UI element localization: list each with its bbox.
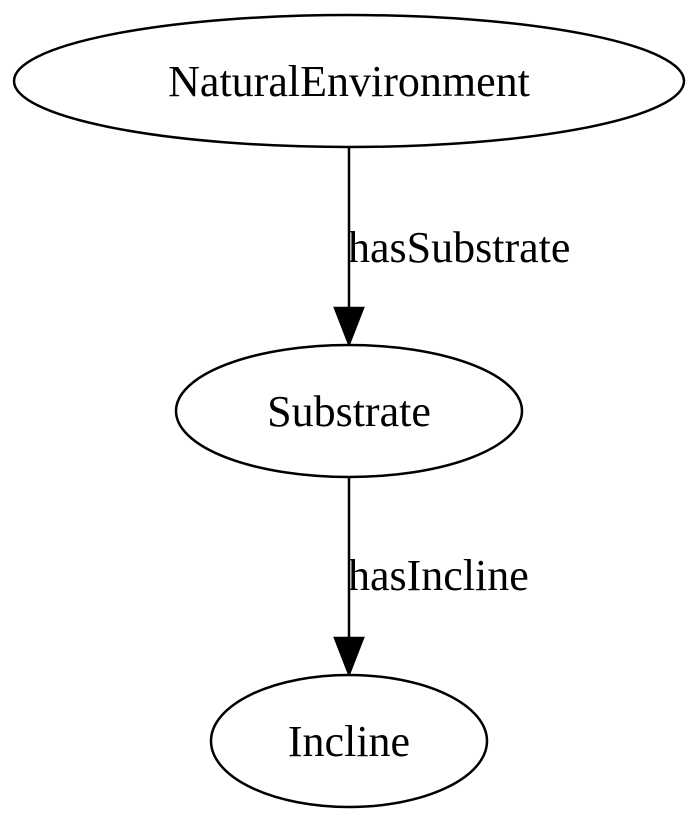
node-shape-incline: [209, 673, 489, 809]
node-shape-substrate: [174, 343, 524, 479]
node-shape-natural-environment: [12, 13, 686, 149]
node-label-substrate: Substrate: [267, 387, 431, 436]
node-natural-environment: NaturalEnvironment: [12, 13, 686, 149]
arrow-head-has-substrate: [333, 306, 365, 348]
node-label-incline: Incline: [288, 717, 410, 766]
arrow-head-has-incline: [333, 636, 365, 678]
node-substrate: Substrate: [174, 343, 524, 479]
edge-label-has-incline: hasIncline: [348, 551, 529, 600]
node-incline: Incline: [209, 673, 489, 809]
node-label-natural-environment: NaturalEnvironment: [168, 57, 530, 106]
edge-has-substrate: hasSubstrate: [333, 148, 570, 348]
edge-has-incline: hasIncline: [333, 478, 529, 678]
edge-label-has-substrate: hasSubstrate: [348, 223, 570, 272]
